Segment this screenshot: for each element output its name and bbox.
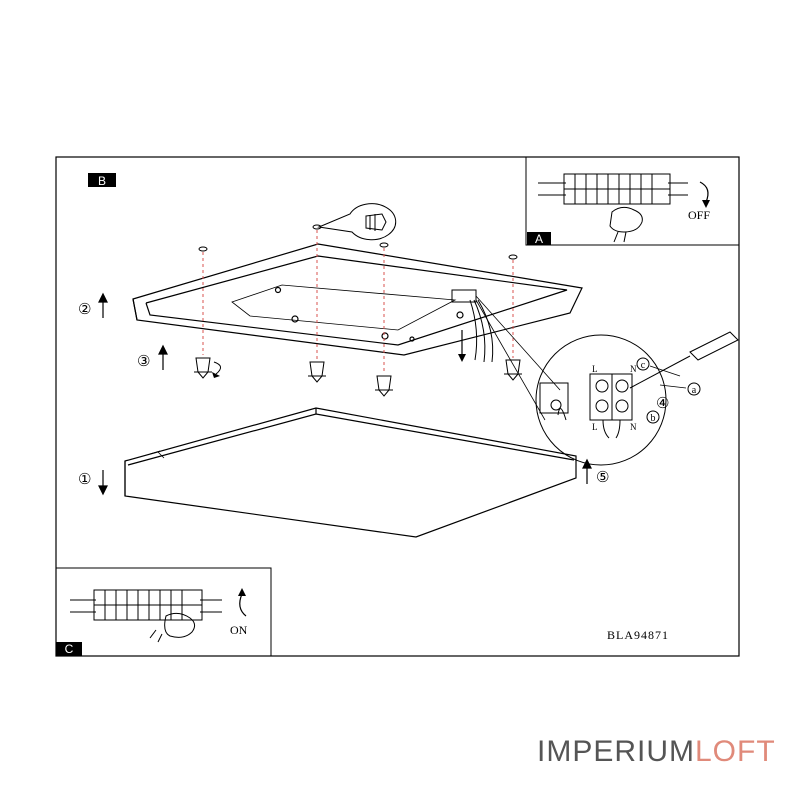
terminal-l-bottom: L [592, 422, 598, 432]
screw-rotate-arrow [213, 361, 221, 375]
screwdriver [629, 331, 739, 389]
watermark-logo: IMPERIUMLOFT [537, 735, 776, 769]
wall-plug-callout [317, 203, 397, 241]
step-3: ③ [137, 352, 150, 370]
terminal-l-top: L [592, 364, 598, 374]
mounting-plate [132, 243, 583, 356]
off-label: OFF [688, 208, 710, 222]
hand-icon-a [609, 206, 643, 243]
terminal-n-top: N [630, 364, 637, 374]
terminal-n-bottom: N [630, 422, 637, 432]
wire-label-b: b [651, 413, 656, 424]
diagram-frame [55, 156, 740, 657]
panel-a-inset: OFF A [525, 156, 740, 246]
watermark-part1: IMPERIUM [537, 735, 695, 768]
step-arrows [98, 292, 592, 496]
step-2: ② [78, 300, 91, 318]
screws [194, 357, 522, 397]
rotate-arrow-on [239, 593, 247, 617]
wire-label-a: a [692, 385, 697, 396]
power-cable [469, 299, 494, 363]
screw-holes [198, 224, 518, 260]
drill-guide-lines [202, 230, 514, 372]
on-label: ON [230, 623, 248, 637]
step-5: ⑤ [596, 468, 609, 486]
lamp-shade [124, 407, 577, 538]
watermark-part2: LOFT [695, 735, 776, 768]
terminal-block-a [538, 173, 688, 205]
terminal-block-c [70, 589, 222, 621]
model-code: BLA94871 [607, 628, 669, 642]
step-1: ① [78, 470, 91, 488]
hand-icon-c [149, 612, 196, 643]
step-4: ④ [656, 394, 669, 412]
connector-box [451, 289, 477, 303]
wire-label-c: c [641, 360, 646, 371]
panel-c-inset: ON C [55, 567, 272, 657]
wiring-detail [535, 334, 667, 466]
rotate-arrow-off [699, 181, 709, 203]
panel-a-label: A [535, 232, 543, 246]
panel-c-label: C [65, 642, 74, 656]
panel-b-label: B [98, 174, 106, 188]
